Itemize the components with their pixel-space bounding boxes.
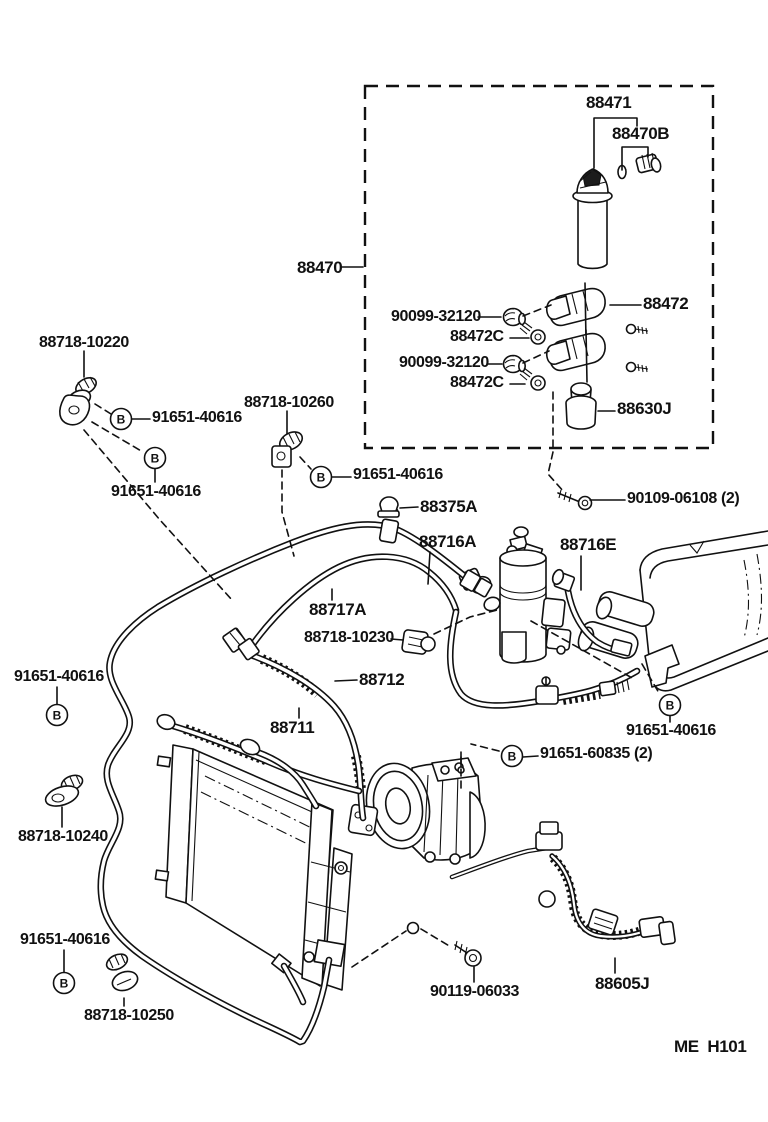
part-label-88605j: 88605J — [595, 974, 650, 993]
part-label-88470: 88470 — [297, 258, 343, 277]
condenser-top-pipe — [239, 738, 320, 1006]
part-label-91651-40616-5: 91651-40616 — [14, 668, 104, 685]
circled-b-icon: B — [309, 465, 333, 489]
compressor — [347, 751, 486, 865]
leader-lines — [56, 117, 671, 1007]
b-symbol-text: B — [117, 413, 126, 427]
b-symbol-text: B — [508, 750, 517, 764]
grommet-90099-upper — [502, 307, 526, 327]
grommet-88375a — [377, 496, 400, 518]
b-symbol-text: B — [60, 977, 69, 991]
part-label-91651-40616-1: 91651-40616 — [152, 409, 242, 426]
circled-b-icon: B — [109, 407, 133, 431]
part-label-88630j: 88630J — [617, 399, 672, 418]
part-label-88718-10250: 88718-10250 — [84, 1007, 174, 1024]
b-symbol-text: B — [151, 452, 160, 466]
part-label-88711: 88711 — [270, 718, 315, 737]
part-label-91651-40616-2: 91651-40616 — [111, 483, 201, 500]
clamp-88718-10220 — [59, 376, 97, 426]
dashed-assembly-box — [363, 84, 715, 450]
b-symbol-text: B — [317, 471, 326, 485]
b-symbol-text: B — [666, 699, 675, 713]
bolt-88472c-upper — [519, 321, 546, 345]
drawing-code: ME H101 — [674, 1037, 747, 1056]
clamp-88718-10240 — [44, 774, 84, 807]
harness-88605j — [449, 821, 676, 946]
circled-b-icon: B — [500, 744, 524, 768]
part-label-90099-32120-1: 90099-32120 — [391, 308, 481, 325]
bolt-90119 — [406, 921, 482, 967]
part-label-88718-10230: 88718-10230 — [304, 629, 394, 646]
hose-receiver-to-evaporator — [446, 608, 641, 709]
dashed-leaders — [83, 304, 660, 968]
part-label-88717a: 88717A — [309, 600, 367, 619]
part-label-88375a: 88375A — [420, 497, 478, 516]
part-label-91651-40616-6: 91651-40616 — [20, 931, 110, 948]
plug-88470b — [635, 152, 662, 174]
part-label-91651-40616-3: 91651-40616 — [353, 466, 443, 483]
clamp-88718-10260 — [271, 431, 304, 468]
receiver-drier-part — [572, 168, 613, 270]
part-label-88718-10260: 88718-10260 — [244, 394, 334, 411]
part-label-88472: 88472 — [643, 294, 689, 313]
screw-88472-upper — [625, 323, 649, 335]
clamp-88472-lower — [545, 329, 606, 383]
circled-b-icon: B — [143, 446, 167, 470]
part-label-88718-10220: 88718-10220 — [39, 334, 129, 351]
fastener-b-symbols: B B B B B B B — [45, 407, 682, 995]
pipe-88716a-and-long-run — [97, 521, 476, 1046]
part-label-88472c-1: 88472C — [450, 328, 504, 345]
bolt-90109 — [557, 489, 593, 511]
part-label-90109-06108: 90109-06108 (2) — [627, 490, 740, 507]
circled-b-icon: B — [52, 971, 76, 995]
part-label-88716a: 88716A — [419, 532, 477, 551]
part-label-88470b: 88470B — [612, 124, 670, 143]
part-label-88712: 88712 — [359, 670, 405, 689]
screw-88472-lower — [625, 361, 649, 373]
part-label-88716e: 88716E — [560, 535, 617, 554]
part-label-88472c-2: 88472C — [450, 374, 504, 391]
bolt-88472c-lower — [519, 367, 546, 391]
hose-88711 — [156, 713, 363, 795]
condenser — [154, 744, 353, 991]
pipe-88717a — [249, 553, 460, 648]
part-label-91651-40616-4: 91651-40616 — [626, 722, 716, 739]
pipe-88716e — [551, 568, 633, 657]
circled-b-icon: B — [45, 703, 69, 727]
grommet-88630j — [565, 382, 597, 430]
b-symbol-text: B — [53, 709, 62, 723]
part-label-91651-60835: 91651-60835 (2) — [540, 745, 653, 762]
clamp-88718-10250 — [105, 953, 139, 992]
part-label-88718-10240: 88718-10240 — [18, 828, 108, 845]
hose-88712 — [247, 651, 367, 822]
part-label-90119-06033: 90119-06033 — [430, 983, 520, 1000]
clamp-88472-upper — [545, 282, 606, 341]
part-label-88471: 88471 — [586, 93, 632, 112]
grommet-90099-lower — [502, 354, 526, 374]
circled-b-icon: B — [658, 693, 682, 717]
part-label-90099-32120-2: 90099-32120 — [399, 354, 489, 371]
